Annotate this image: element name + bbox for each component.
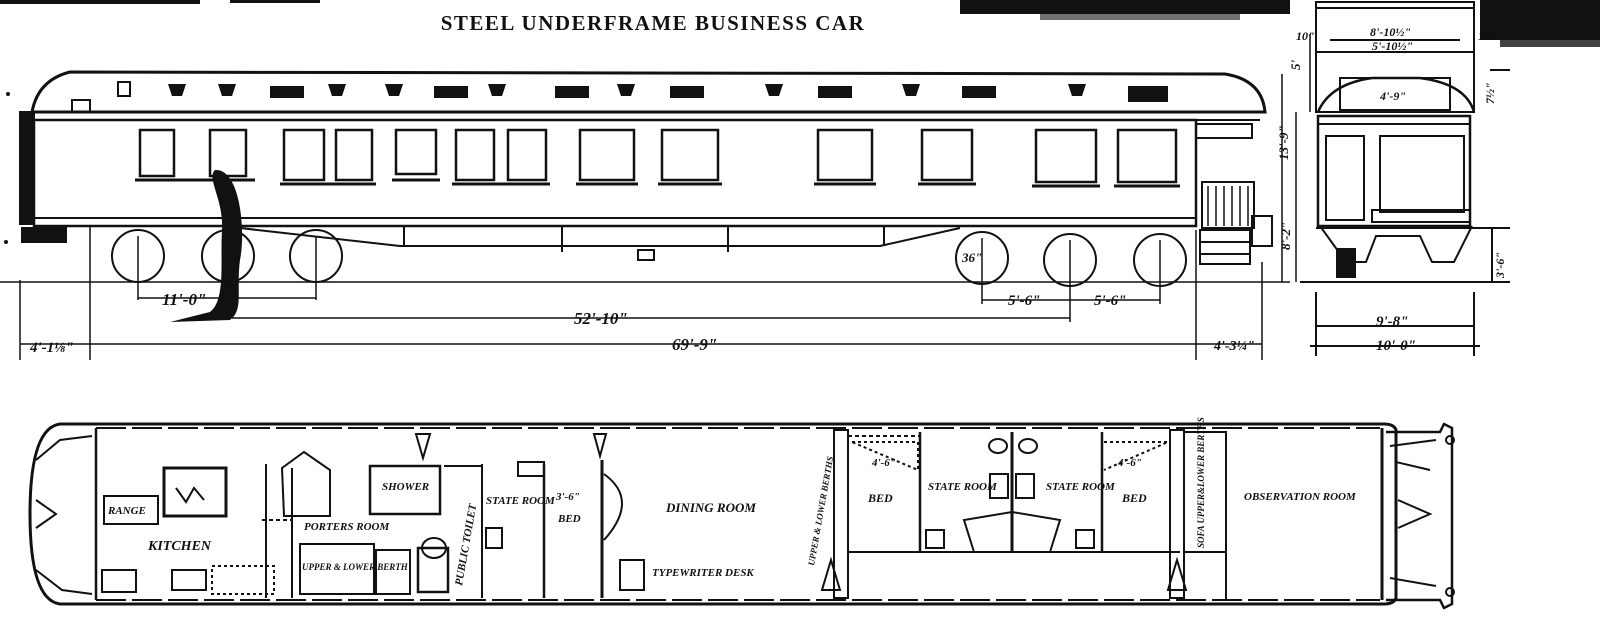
window-sills xyxy=(135,178,1180,188)
front-wheelbase-label: 11'-0" xyxy=(162,290,206,309)
end-side-dim-2: 3'-6" xyxy=(1493,252,1507,279)
height-roof-label: 5' xyxy=(1288,60,1303,71)
label-dining-room: DINING ROOM xyxy=(665,500,756,515)
label-range: RANGE xyxy=(107,505,146,517)
truss-rod xyxy=(239,227,961,247)
height-overall-label: 13'-9" xyxy=(1276,125,1291,160)
end-outside-width: 10'-0" xyxy=(1376,338,1416,354)
front-overhang-label: 4'-1⅛" xyxy=(29,340,74,356)
label-kitchen: KITCHEN xyxy=(147,539,212,554)
side-elevation xyxy=(0,34,1311,360)
drawing-title: STEEL UNDERFRAME BUSINESS CAR xyxy=(441,11,866,35)
label-bed-3-width: 4'-6" xyxy=(1117,457,1142,469)
label-public-toilet: PUBLIC TOILET xyxy=(453,502,479,587)
print-speckle-border xyxy=(0,0,1600,244)
label-bed-2-width: 4'-6" xyxy=(871,457,896,469)
floor-plan xyxy=(28,422,1455,610)
plan-outer-wall xyxy=(28,422,1398,606)
end-side-dim-1: 7½" xyxy=(1483,82,1497,104)
wheels xyxy=(111,229,1187,287)
end-window xyxy=(1379,135,1465,213)
roof-outline xyxy=(30,70,1267,114)
ink-smudge xyxy=(170,169,243,322)
range-box xyxy=(103,495,159,525)
end-inside-width: 9'-8" xyxy=(1376,314,1409,330)
label-porters-room: PORTERS ROOM xyxy=(304,521,390,533)
truck-centers-label: 52'-10" xyxy=(574,309,628,328)
label-shower: SHOWER xyxy=(382,481,429,493)
label-observation-room: OBSERVATION ROOM xyxy=(1244,491,1357,503)
side-windows xyxy=(138,128,1178,184)
label-state-room-3: STATE ROOM xyxy=(1046,481,1116,493)
label-upper-lower-berths: UPPER & LOWER BERTHS xyxy=(806,456,835,567)
platform-steps xyxy=(1201,181,1255,229)
label-state-room-1: STATE ROOM xyxy=(486,495,556,507)
end-body xyxy=(1316,114,1472,228)
label-state-room-2: STATE ROOM xyxy=(928,481,998,493)
wheel-diameter-label: 36" xyxy=(961,250,982,265)
label-typewriter-desk: TYPEWRITER DESK xyxy=(652,567,754,579)
label-sofa-berths: SOFA UPPER&LOWER BERTHS xyxy=(1196,417,1206,548)
rear-axle-spacing-2: 5'-6" xyxy=(1094,293,1127,309)
label-bed-3: BED xyxy=(1121,491,1147,505)
shower-box xyxy=(368,464,442,516)
end-top-dim-3: 4'-9" xyxy=(1379,89,1406,103)
front-coupler xyxy=(21,227,67,243)
overall-length-label: 69'-9" xyxy=(672,335,717,354)
label-bed-2: BED xyxy=(867,491,893,505)
end-door xyxy=(1325,135,1365,221)
label-bed-1-width: 3'-6" xyxy=(555,491,580,503)
height-body-label: 8'-2" xyxy=(1278,222,1293,250)
rear-axle-spacing-1: 5'-6" xyxy=(1008,293,1041,309)
rear-overhang-label: 4'-3¼" xyxy=(1213,339,1255,354)
end-top-dim-2: 5'-10½" xyxy=(1372,39,1413,53)
end-right-dim: 10" xyxy=(1478,29,1497,43)
end-elevation xyxy=(1300,1,1510,356)
end-top-dim-1: 8'-10½" xyxy=(1370,25,1411,39)
label-bed-1: BED xyxy=(557,513,581,525)
roof-ventilators xyxy=(71,81,1168,113)
label-upper-lower-berth: UPPER & LOWER BERTH xyxy=(302,562,409,572)
end-left-dim: 10" xyxy=(1296,29,1315,43)
car-body xyxy=(32,118,1198,228)
